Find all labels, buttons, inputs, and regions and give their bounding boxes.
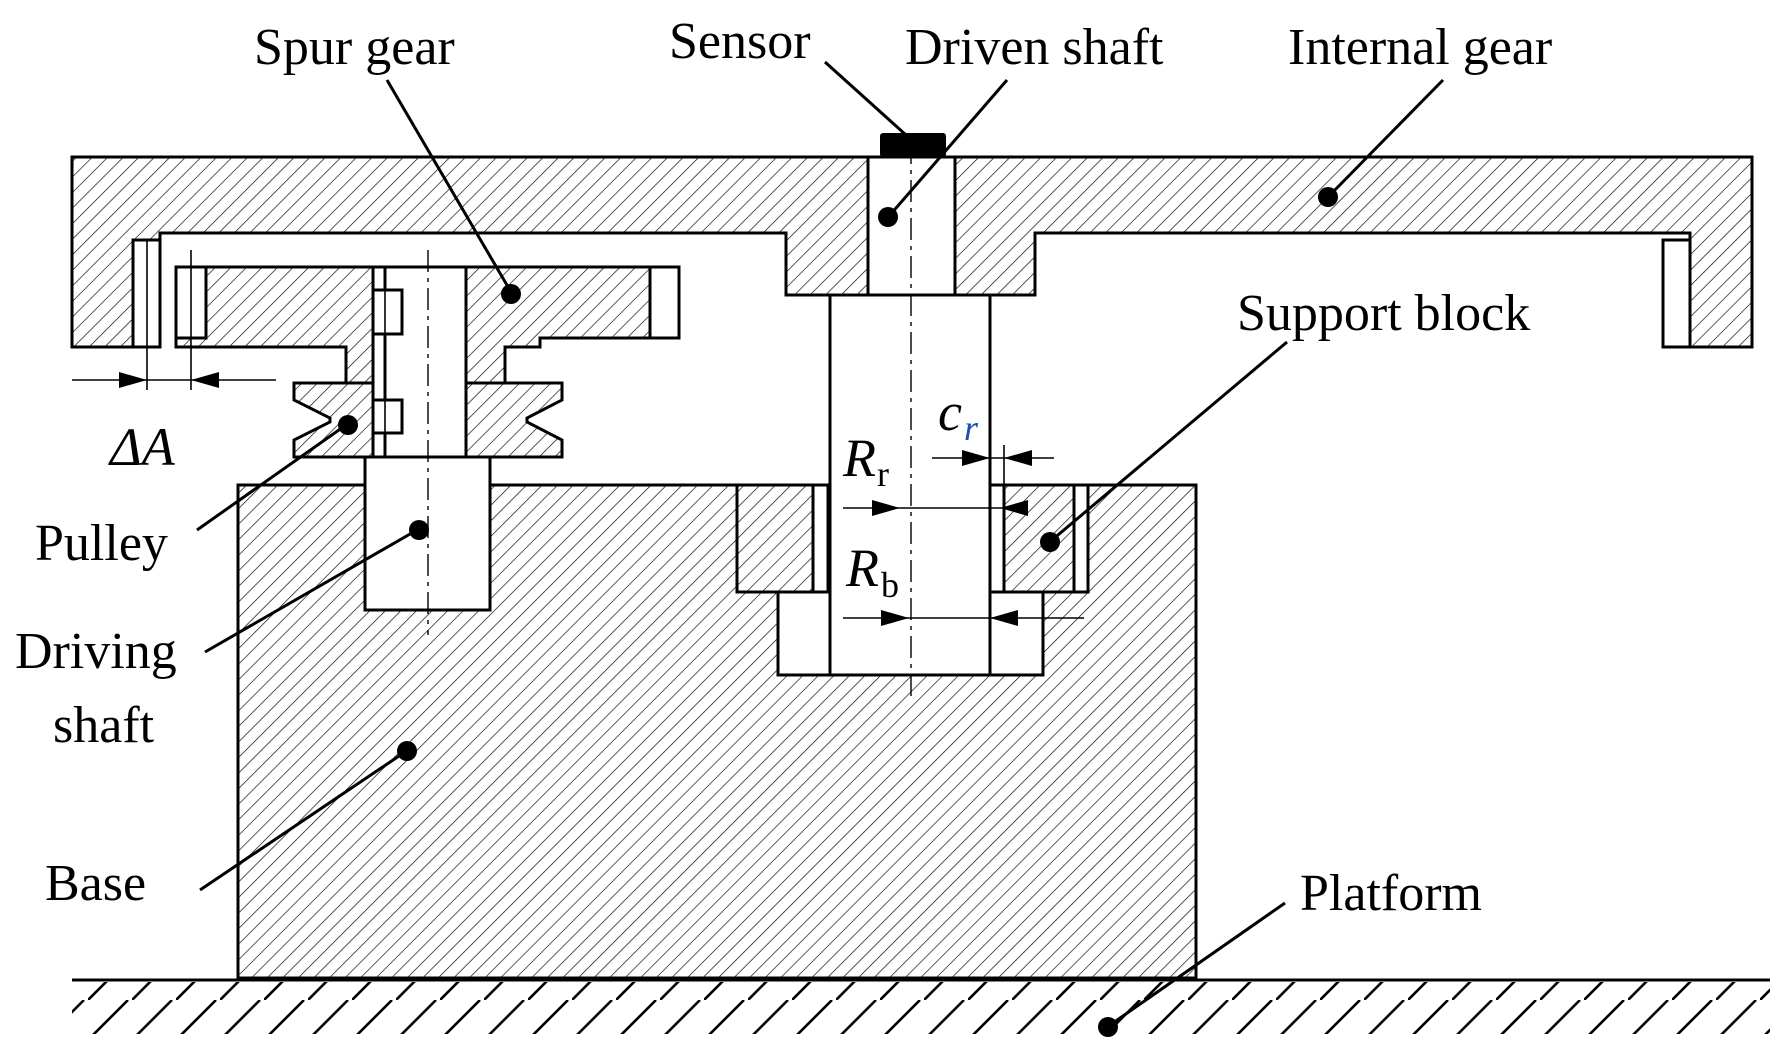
label-base: Base: [45, 855, 146, 912]
svg-text:r: r: [877, 454, 889, 494]
svg-text:R: R: [845, 538, 879, 598]
rb-dimension: [843, 610, 1084, 626]
driven-shaft-lower: [828, 293, 992, 677]
delta-a-dimension: [72, 240, 276, 390]
label-support-block: Support block: [1237, 285, 1530, 342]
symbol-rb: R b: [845, 538, 899, 605]
symbol-delta-a: ΔA: [108, 417, 176, 477]
svg-text:R: R: [842, 428, 876, 488]
symbol-cr: c r: [938, 382, 979, 448]
label-driving-shaft-line1: Driving: [15, 623, 177, 680]
svg-text:c: c: [938, 382, 962, 442]
driving-shaft-key-top: [371, 288, 404, 336]
cr-dimension: [932, 445, 1054, 485]
spur-gear-tooth-right: [648, 265, 681, 340]
label-spur-gear: Spur gear: [254, 19, 455, 76]
leader-sensor: [823, 60, 908, 137]
pulley-body-right: [464, 381, 564, 459]
rr-dimension: [843, 500, 1028, 516]
label-sensor: Sensor: [669, 13, 811, 70]
svg-text:b: b: [881, 565, 899, 605]
label-platform: Platform: [1300, 865, 1482, 922]
leader-support-block: [1040, 340, 1288, 552]
symbol-rr: R r: [842, 428, 889, 494]
leader-driving-shaft: [204, 520, 429, 654]
svg-text:r: r: [964, 408, 979, 448]
leader-platform: [1098, 901, 1286, 1037]
label-pulley: Pulley: [35, 515, 168, 572]
support-block-right: [1002, 483, 1076, 594]
label-internal-gear: Internal gear: [1288, 19, 1552, 76]
support-block-left: [735, 483, 815, 594]
leader-internal-gear: [1318, 78, 1445, 207]
support-block-right-inner: [1072, 483, 1090, 594]
label-driven-shaft: Driven shaft: [905, 19, 1164, 76]
support-block-right-gap: [988, 483, 1006, 594]
leader-driven-shaft: [878, 79, 1009, 227]
leader-base: [199, 741, 417, 892]
support-block-left-inner: [811, 483, 830, 594]
platform-ground: [72, 978, 1770, 1034]
pulley-body: [292, 381, 375, 459]
label-driving-shaft-line2: shaft: [53, 697, 155, 754]
driving-shaft-key-bottom: [371, 398, 404, 435]
internal-gear-tooth-right: [1661, 238, 1692, 349]
leader-spur-gear: [385, 79, 521, 304]
sensor: [880, 133, 946, 157]
leader-pulley: [196, 415, 358, 532]
